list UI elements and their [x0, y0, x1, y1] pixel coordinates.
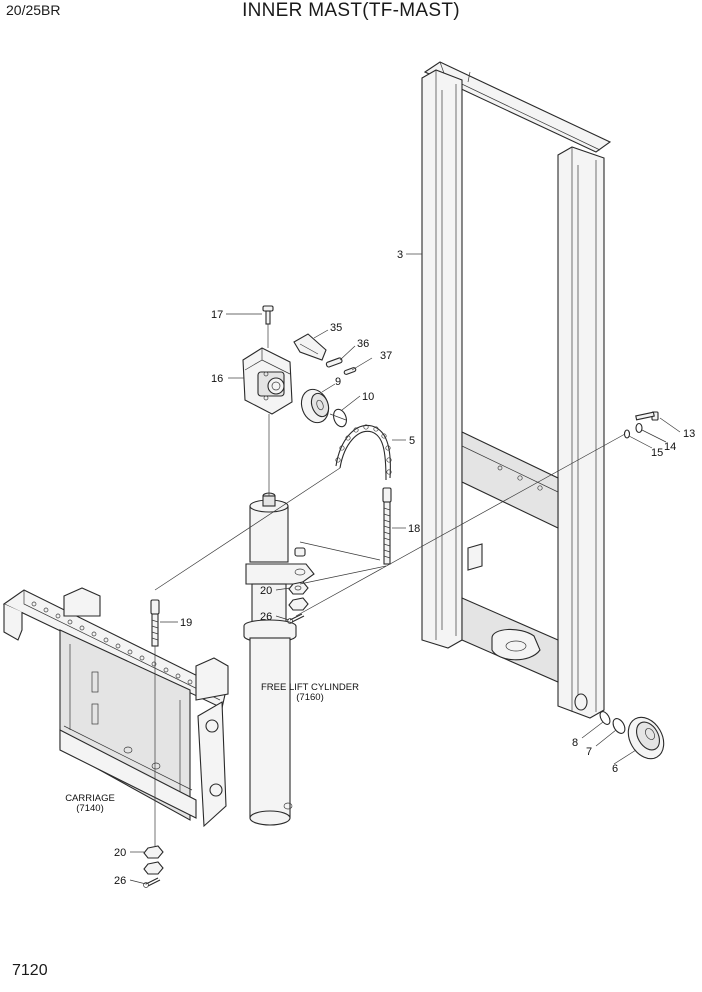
sheave-bracket[interactable] — [242, 322, 293, 415]
leader-lines — [129, 253, 681, 885]
callout-6: 6 — [612, 763, 618, 775]
roller-6[interactable] — [621, 711, 671, 765]
inner-mast[interactable] — [421, 61, 612, 719]
washer-14[interactable] — [635, 422, 643, 434]
callout-9: 9 — [335, 376, 341, 388]
callout-3: 3 — [397, 249, 403, 261]
carriage[interactable] — [2, 587, 229, 828]
retainer-35[interactable] — [293, 333, 327, 361]
snap-ring-8[interactable] — [598, 710, 612, 726]
free-lift-cylinder[interactable] — [243, 492, 315, 826]
chain-5[interactable] — [335, 424, 392, 481]
shim-7[interactable] — [611, 717, 628, 736]
callout-20-lower: 20 — [114, 847, 126, 859]
model-code: 20/25BR — [6, 2, 61, 18]
nut-20-upper[interactable] — [288, 581, 309, 611]
nut-20-lower[interactable] — [143, 845, 164, 875]
sheave-9[interactable] — [297, 386, 333, 427]
page-title: INNER MAST(TF-MAST) — [242, 0, 460, 21]
callout-7: 7 — [586, 746, 592, 758]
split-pin-26-lower[interactable] — [143, 877, 161, 888]
cylinder-reference-code: (7160) — [296, 692, 323, 703]
callout-13: 13 — [683, 428, 695, 440]
carriage-reference-code: (7140) — [76, 803, 103, 814]
anchor-bolt-18[interactable] — [382, 487, 392, 565]
callout-37: 37 — [380, 350, 392, 362]
callout-26-lower: 26 — [114, 875, 126, 887]
split-pin-26-upper[interactable] — [287, 613, 305, 624]
page-number: 7120 — [12, 962, 48, 979]
callout-18: 18 — [408, 523, 420, 535]
pin-36[interactable] — [325, 357, 343, 368]
callout-14: 14 — [664, 441, 676, 453]
bolt-17[interactable] — [262, 305, 274, 325]
callout-19: 19 — [180, 617, 192, 629]
callout-5: 5 — [409, 435, 415, 447]
washer-15[interactable] — [623, 429, 631, 439]
callout-10: 10 — [362, 391, 374, 403]
anchor-bolt-19[interactable] — [150, 599, 160, 846]
callout-15: 15 — [651, 447, 663, 459]
callout-20-upper: 20 — [260, 585, 272, 597]
callout-17: 17 — [211, 309, 223, 321]
cylinder-reference-name: FREE LIFT CYLINDER — [261, 682, 359, 693]
callout-8: 8 — [572, 737, 578, 749]
snap-ring-10[interactable] — [331, 407, 348, 428]
bolt-13[interactable] — [635, 411, 659, 421]
callout-35: 35 — [330, 322, 342, 334]
callout-16: 16 — [211, 373, 223, 385]
callout-36: 36 — [357, 338, 369, 350]
assembly-lines — [154, 413, 626, 617]
callout-26-upper: 26 — [260, 611, 272, 623]
carriage-reference-name: CARRIAGE — [65, 793, 115, 804]
